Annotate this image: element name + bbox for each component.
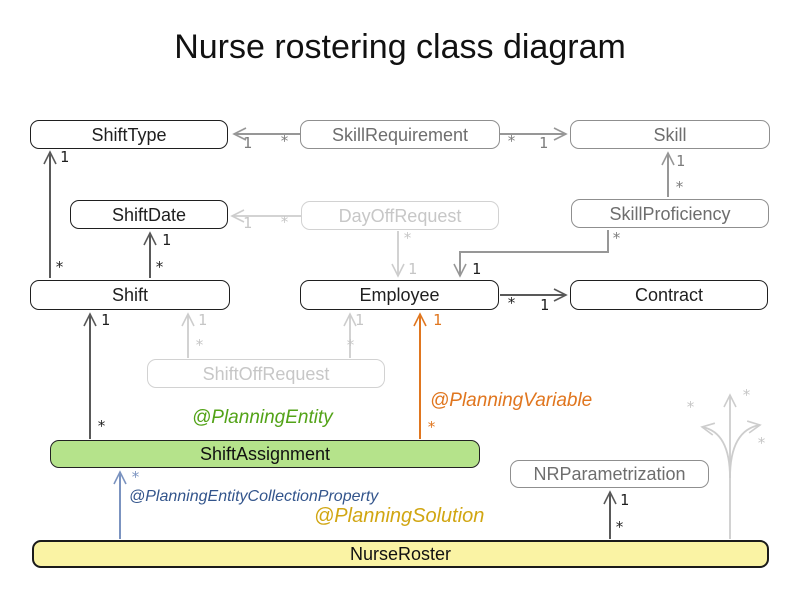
multiplicity: 1	[60, 148, 69, 166]
planning-entity-annotation: @PlanningEntity	[192, 407, 333, 428]
multiplicity: *	[155, 258, 164, 276]
diagram-title: Nurse rostering class diagram	[174, 28, 626, 66]
class-box-shiftoffrequest: ShiftOffRequest	[147, 359, 385, 388]
multiplicity: 1	[243, 214, 252, 232]
multiplicity: 1	[676, 152, 685, 170]
class-box-shiftdate: ShiftDate	[70, 200, 228, 229]
planning-entity-collection-property-annotation: @PlanningEntityCollectionProperty	[129, 488, 379, 505]
multiplicity: *	[403, 229, 412, 247]
multiplicity: 1	[101, 311, 110, 329]
class-box-shiftassignment: ShiftAssignment	[50, 440, 480, 468]
multiplicity: *	[686, 398, 695, 416]
planning-variable-annotation: @PlanningVariable	[430, 390, 593, 411]
multiplicity: 1	[539, 134, 548, 152]
multiplicity: *	[615, 518, 624, 536]
class-box-nrparametrization: NRParametrization	[510, 460, 709, 488]
multiplicity: 1	[472, 260, 481, 278]
multiplicity: 1	[162, 231, 171, 249]
multiplicity: 1	[355, 311, 364, 329]
line-nurseroster-requests-right-branch	[729, 420, 762, 479]
planning-solution-annotation: @PlanningSolution	[314, 505, 485, 527]
multiplicity: *	[280, 132, 289, 150]
multiplicity: *	[427, 418, 436, 436]
multiplicity: *	[131, 468, 140, 486]
class-box-nurseroster: NurseRoster	[32, 540, 769, 568]
multiplicity: 1	[620, 491, 629, 509]
multiplicity: *	[507, 132, 516, 150]
multiplicity: *	[612, 229, 621, 247]
class-box-dayoffrequest: DayOffRequest	[301, 201, 499, 230]
multiplicity: *	[675, 178, 684, 196]
multiplicity: *	[55, 258, 64, 276]
class-box-shift: Shift	[30, 280, 230, 310]
class-box-skill: Skill	[570, 120, 770, 149]
multiplicity: 1	[198, 311, 207, 329]
multiplicity: *	[507, 294, 516, 312]
multiplicity: 1	[433, 311, 442, 329]
multiplicity: *	[346, 336, 355, 354]
line-skillproficiency-to-employee	[453, 230, 609, 278]
multiplicity: *	[757, 434, 766, 452]
multiplicity: *	[742, 386, 751, 404]
class-box-shifttype: ShiftType	[30, 120, 228, 149]
class-box-contract: Contract	[570, 280, 768, 310]
multiplicity: 1	[243, 134, 252, 152]
class-box-skillrequirement: SkillRequirement	[300, 120, 500, 149]
multiplicity: *	[280, 213, 289, 231]
multiplicity: *	[97, 417, 106, 435]
multiplicity: *	[195, 336, 204, 354]
multiplicity: 1	[540, 296, 549, 314]
class-box-employee: Employee	[300, 280, 499, 310]
class-box-skillproficiency: SkillProficiency	[571, 199, 769, 228]
multiplicity: 1	[408, 260, 417, 278]
